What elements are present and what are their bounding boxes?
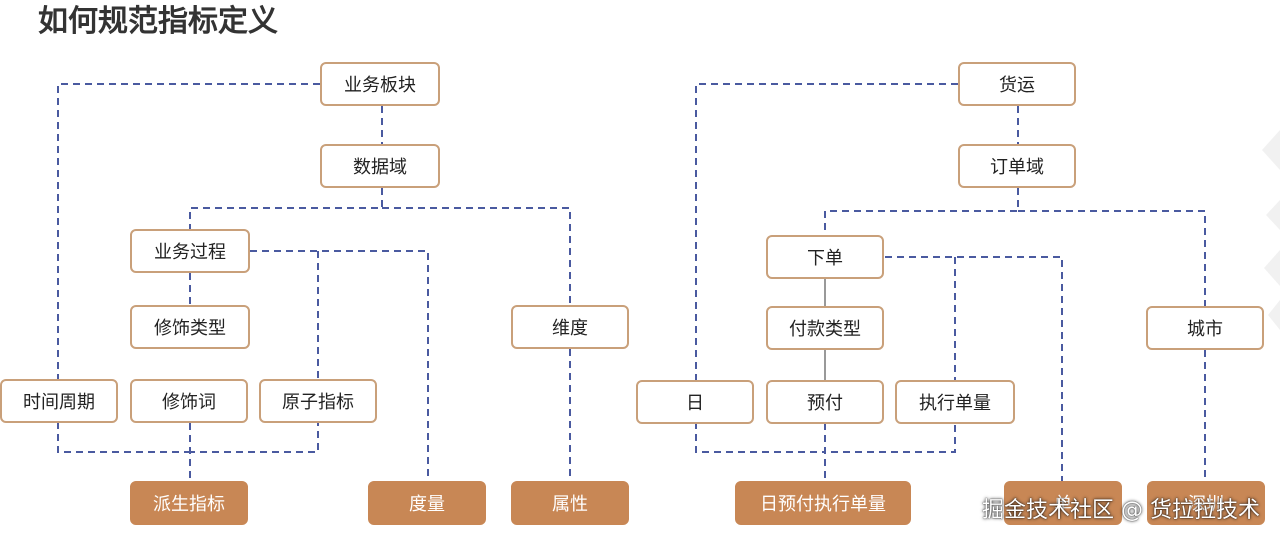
node-daily-prepaid-orders: 日预付执行单量 xyxy=(735,481,911,525)
node-modifier-type: 修饰类型 xyxy=(130,305,250,349)
node-business-segment: 业务板块 xyxy=(320,62,440,106)
node-atomic-metric: 原子指标 xyxy=(259,379,377,423)
node-order-volume: 执行单量 xyxy=(895,380,1015,424)
footer-watermark: 掘金技术社区 @ 货拉拉技术 xyxy=(982,498,1260,523)
node-city: 城市 xyxy=(1146,306,1264,350)
node-order-domain: 订单域 xyxy=(958,144,1076,188)
node-dimension: 维度 xyxy=(511,305,629,349)
node-time-period: 时间周期 xyxy=(0,379,118,423)
node-derived-metric: 派生指标 xyxy=(130,481,248,525)
node-measure: 度量 xyxy=(368,481,486,525)
node-day: 日 xyxy=(636,380,754,424)
node-data-domain: 数据域 xyxy=(320,144,440,188)
node-modifier: 修饰词 xyxy=(130,379,248,423)
node-partial-2: 深圳 xyxy=(1147,481,1265,525)
node-prepaid: 预付 xyxy=(766,380,884,424)
node-attribute: 属性 xyxy=(511,481,629,525)
node-business-process: 业务过程 xyxy=(130,229,250,273)
node-place-order: 下单 xyxy=(766,235,884,279)
edge-decoration xyxy=(1262,130,1280,330)
node-payment-type: 付款类型 xyxy=(766,306,884,350)
node-freight: 货运 xyxy=(958,62,1076,106)
page-title: 如何规范指标定义 xyxy=(38,4,278,39)
node-partial-1: 单 xyxy=(1004,481,1122,525)
